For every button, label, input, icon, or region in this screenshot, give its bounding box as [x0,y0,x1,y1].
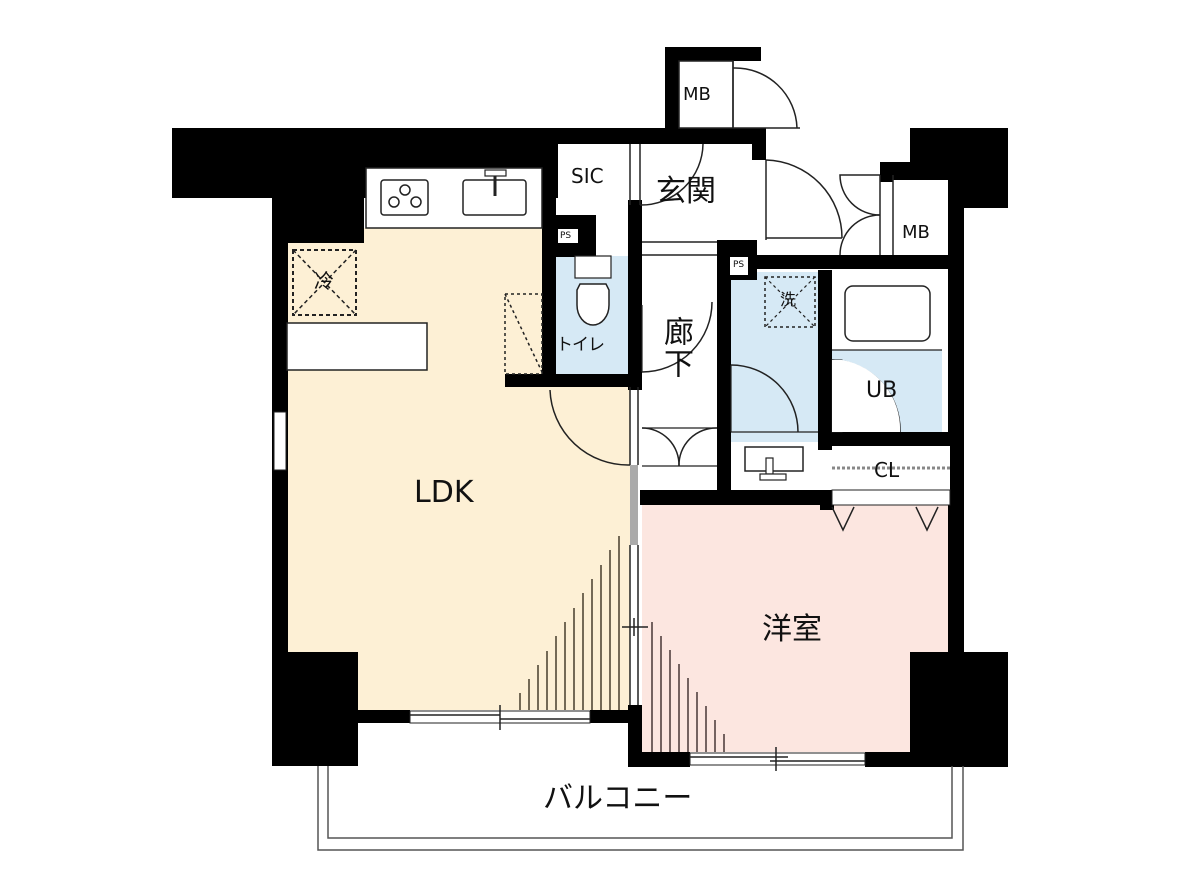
room-label-balcony: バルコニー [543,781,693,816]
pipe-space-label-right: PS [731,260,747,271]
balcony-outline [317,766,964,851]
room-label-meter-box-right: MB [902,222,930,243]
fridge-label: 冷 [314,269,334,293]
washer-space-icon [764,276,816,328]
storage-dashed [504,293,543,375]
bedroom-hatching [651,622,725,752]
room-label-ldk: LDK [414,475,474,510]
room-label-entrance: 玄関 [656,174,716,209]
vanity-sink-icon [744,446,804,472]
kitchen-island [286,322,428,371]
ldk-hatching [519,536,620,710]
room-label-unit-bath: UB [866,378,898,403]
washroom-floor [731,272,818,442]
room-label-closet: CL [874,458,900,482]
room-label-meter-box-top: MB [683,84,711,105]
washer-label: 洗 [780,290,797,309]
room-label-bedroom: 洋室 [762,612,822,647]
fridge-space-icon [292,249,357,316]
pipe-space-label-left: PS [558,231,574,242]
room-label-hallway: 廊下 [658,316,693,380]
room-label-shoe-closet: SIC [571,164,604,188]
bedroom-floor [642,505,948,752]
bathtub-icon [844,285,931,342]
toilet-icon [574,255,612,326]
room-label-toilet: トイレ [556,335,605,355]
